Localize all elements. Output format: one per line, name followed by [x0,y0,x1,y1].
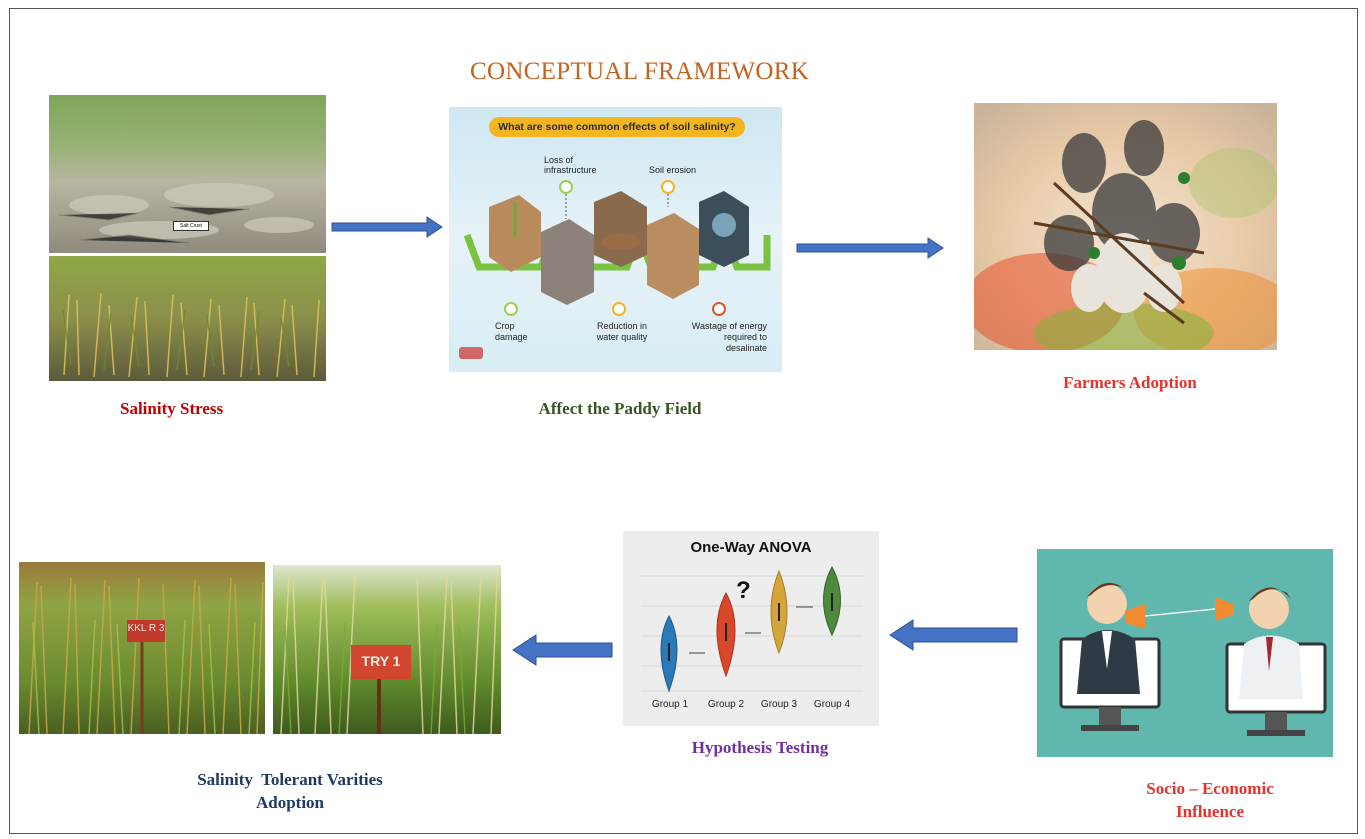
caption-farmers-adoption: Farmers Adoption [1063,373,1197,392]
farmers-adoption-artwork [974,103,1277,350]
caption-tolerant-varieties-line1: Salinity Tolerant Varities [197,770,383,789]
anova-illustration: One-Way ANOVA ? Group 1 Group 2 Group 3 … [623,531,879,726]
arrow-paddy-to-farmers [796,237,944,259]
arrow-stress-to-paddy [331,216,443,238]
anova-group-label: Group 4 [813,699,851,710]
label-crop-damage: Crop damage [495,321,528,342]
diagram-title: CONCEPTUAL FRAMEWORK [470,58,810,85]
caption-salinity-stress: Salinity Stress [120,399,224,418]
caption-socio-economic-line2: Influence [1176,801,1244,821]
anova-title: One-Way ANOVA [690,539,812,556]
caption-tolerant-varieties-line2: Adoption [255,792,325,812]
caption-socio-economic-influence: Socio – Economic Influence [1110,778,1310,824]
caption-affect-paddy-field: Affect the Paddy Field [538,399,702,418]
label-reduction-water-quality: Reduction in water quality [596,321,648,342]
anova-group-label: Group 1 [651,699,689,710]
label-loss-of-infrastructure: Loss of infrastructure [544,155,597,175]
socio-economic-illustration [1037,549,1333,757]
anova-question-mark: ? [736,577,751,604]
salinity-stress-photo: Salt Crust [49,95,326,381]
variety-sign-2: TRY 1 [361,653,401,669]
caption-tolerant-varieties: Salinity Tolerant Varities Adoption [170,769,410,815]
infographic-banner: What are some common effects of soil sal… [489,117,745,137]
tolerant-variety-photo-2: TRY 1 [273,565,501,734]
caption-hypothesis-testing: Hypothesis Testing [691,738,829,757]
soil-salinity-infographic: What are some common effects of soil sal… [449,107,782,372]
anova-group-label: Group 3 [760,699,798,710]
tolerant-variety-photo-1: KKL R 3 [19,562,265,734]
variety-sign-1: KKL R 3 [127,623,165,634]
arrow-socio-to-hypothesis [889,619,1018,651]
arrow-hypothesis-to-varieties [512,634,613,666]
salt-crust-tag: Salt Crust [173,221,209,231]
caption-socio-economic-line1: Socio – Economic [1146,779,1274,798]
label-soil-erosion: Soil erosion [649,165,697,175]
label-wastage-of-energy: Wastage of energy required to desalinate [691,321,767,353]
anova-group-label: Group 2 [707,699,745,710]
